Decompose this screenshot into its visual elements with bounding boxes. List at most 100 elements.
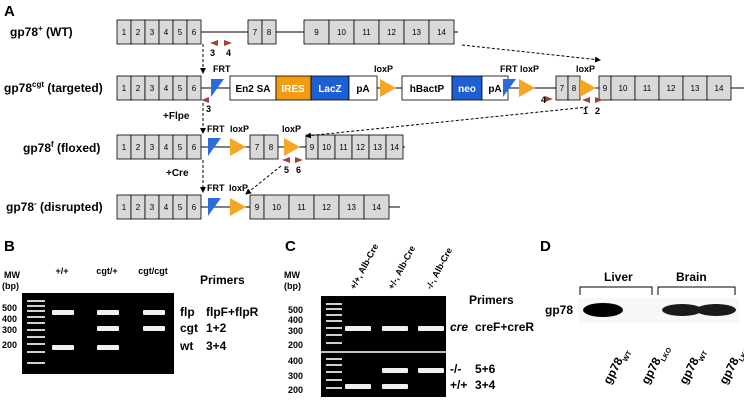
primer-4-tg-label: 4 xyxy=(541,95,546,105)
primer-4-label: 4 xyxy=(226,48,231,58)
gel-c-ladder-band xyxy=(326,334,342,336)
hbactp-box xyxy=(401,75,453,101)
frt-label-disrupted: FRT xyxy=(207,183,225,193)
exon-number-5: 5 xyxy=(178,28,183,37)
gel-b-mw-tick: 400 xyxy=(2,314,17,324)
exon-number-8: 8 xyxy=(269,143,274,152)
row-label-floxed: gp78f (floxed) xyxy=(23,140,100,155)
exon-number-13: 13 xyxy=(347,203,356,212)
exon-number-11: 11 xyxy=(362,28,371,37)
exon-box-12 xyxy=(658,75,684,101)
gel-c-band xyxy=(418,368,444,373)
exon-number-1: 1 xyxy=(122,28,127,37)
primer-4-wt xyxy=(224,40,232,46)
row-label-disrupted: gp78- (disrupted) xyxy=(6,199,103,214)
exon-number-14: 14 xyxy=(715,84,724,93)
loxp-label-floxed-1: loxP xyxy=(230,124,249,134)
gel-b-ladder-band xyxy=(27,362,45,364)
exon-box-13 xyxy=(403,19,430,45)
loxp-label-2: loxP xyxy=(520,64,539,74)
gel-c-mw-tick: 200 xyxy=(288,385,303,395)
gel-b-band-name: cgt xyxy=(180,321,198,335)
exon-number-12: 12 xyxy=(667,84,676,93)
gel-b-band xyxy=(97,345,119,350)
pa2-label: pA xyxy=(488,84,501,95)
frt-marker-floxed xyxy=(208,138,221,156)
frt-label-targeted-2: FRT xyxy=(500,64,518,74)
loxp-marker-floxed-1 xyxy=(230,138,246,156)
exon-number-9: 9 xyxy=(603,84,608,93)
exon-box-14 xyxy=(385,134,404,160)
exon-number-13: 13 xyxy=(691,84,700,93)
primer-5-label: 5 xyxy=(284,165,289,175)
exon-box-11 xyxy=(353,19,380,45)
gel-c-ladder-band xyxy=(326,342,342,344)
frt-marker-targeted-2 xyxy=(503,79,516,97)
panel-a-letter: A xyxy=(4,3,15,20)
gel-b-band xyxy=(52,310,74,315)
exon-box-6 xyxy=(186,19,202,45)
panel-b-letter: B xyxy=(4,238,15,255)
exon-box-14 xyxy=(363,194,390,220)
frt-marker-disrupted xyxy=(208,198,221,216)
gel-b-primer-pair: flpF+flpR xyxy=(206,305,259,319)
loxp-marker-disrupted xyxy=(230,198,246,216)
liver-bracket xyxy=(579,286,653,295)
exon-box-8 xyxy=(263,134,279,160)
row-label-wt: gp78+ (WT) xyxy=(10,24,73,39)
gel-b-mw-tick: 200 xyxy=(2,340,17,350)
gel-c-band xyxy=(345,326,371,331)
exon-number-2: 2 xyxy=(136,84,141,93)
gel-c-lane-1: +/+, Alb-Cre xyxy=(348,242,380,291)
exon-box-6 xyxy=(186,194,202,220)
exon-number-2: 2 xyxy=(136,28,141,37)
gel-b-lane-1: +/+ xyxy=(55,266,68,276)
primer-3-label: 3 xyxy=(210,48,215,58)
lacz-box xyxy=(310,75,350,101)
exon-number-8: 8 xyxy=(572,84,577,93)
neo-box xyxy=(451,75,483,101)
exon-number-14: 14 xyxy=(372,203,381,212)
primer-3-wt xyxy=(210,40,218,46)
gel-b-band xyxy=(97,326,119,331)
primer-5-fl xyxy=(282,157,290,163)
exon-number-7: 7 xyxy=(255,143,260,152)
exon-number-7: 7 xyxy=(253,28,258,37)
gel-c-mw-tick: 300 xyxy=(288,326,303,336)
western-protein-label: gp78 xyxy=(545,303,573,317)
exon-number-12: 12 xyxy=(387,28,396,37)
exon-number-1: 1 xyxy=(122,84,127,93)
gel-c-ladder-band xyxy=(326,303,342,305)
pa1-box xyxy=(348,75,378,101)
gel-c-band xyxy=(382,368,408,373)
gel-c-bands xyxy=(345,326,444,389)
gel-b-mw-tick: 300 xyxy=(2,325,17,335)
gel-b-mw-label: MW xyxy=(4,270,20,280)
exon-number-1: 1 xyxy=(122,143,127,152)
gel-b-ladder-band xyxy=(27,343,45,345)
gel-c-lane-2: +/-, Alb-Cre xyxy=(386,244,417,291)
gel-c-mw-tick: 300 xyxy=(288,371,303,381)
exon-box-12 xyxy=(378,19,405,45)
loxp-marker-floxed-2 xyxy=(284,138,300,156)
gel-c-band xyxy=(345,384,371,389)
western-band-brain-lko xyxy=(696,304,736,316)
gel-b-primer-pair: 1+2 xyxy=(206,321,227,335)
lacz-label: LacZ xyxy=(318,84,341,95)
exon-box-10 xyxy=(328,19,355,45)
exon-number-3: 3 xyxy=(150,28,155,37)
gel-c-ladder-band xyxy=(326,314,342,316)
exon-number-9: 9 xyxy=(255,203,260,212)
gel-b-primers-header: Primers xyxy=(200,273,245,287)
arrow-targeted-to-floxed-right xyxy=(305,106,589,139)
